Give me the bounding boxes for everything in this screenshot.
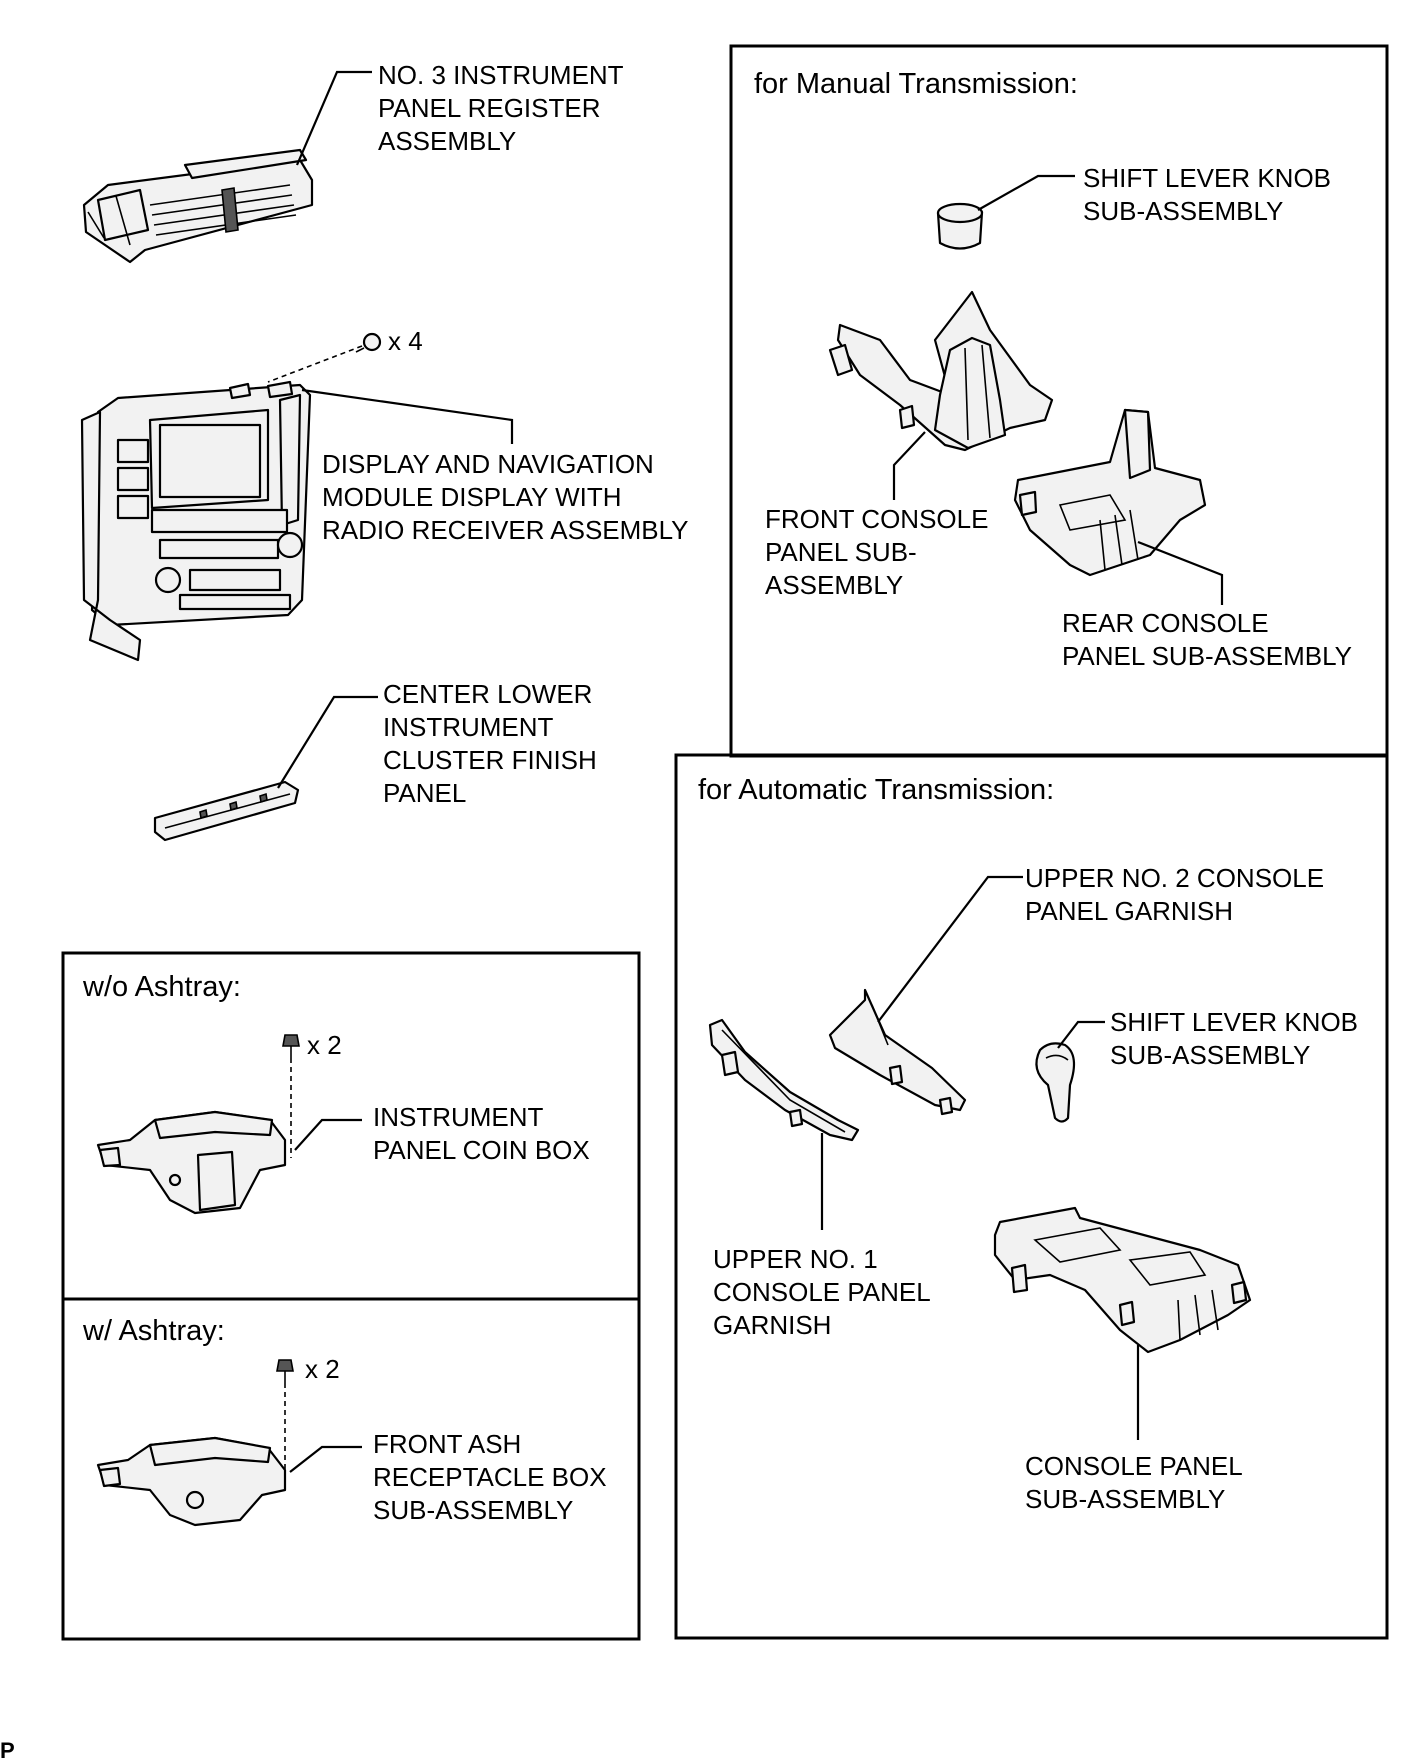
ashtray-screw-count: x 2 bbox=[305, 1354, 340, 1384]
manual-shift-knob-drawing bbox=[936, 202, 984, 250]
automatic-transmission-frame bbox=[674, 753, 1389, 1640]
front-console-panel-drawing bbox=[828, 290, 1054, 452]
center-lower-label: CENTER LOWER INSTRUMENT CLUSTER FINISH P… bbox=[383, 679, 604, 808]
upper-no2-garnish-drawing bbox=[828, 988, 967, 1116]
register-label: NO. 3 INSTRUMENT PANEL REGISTER ASSEMBLY bbox=[378, 60, 630, 156]
front-console-leader-line bbox=[892, 431, 926, 500]
ashtray-title: w/ Ashtray: bbox=[82, 1315, 225, 1347]
coin-box-leader-line bbox=[294, 1118, 362, 1151]
upper2-leader-line bbox=[877, 875, 1023, 1023]
center-lower-finish-panel-drawing bbox=[153, 780, 300, 842]
rear-console-leader-line bbox=[1137, 540, 1224, 605]
automatic-transmission-title: for Automatic Transmission: bbox=[698, 774, 1054, 806]
rear-console-panel-drawing bbox=[1013, 408, 1207, 577]
bolt-x2-icon bbox=[282, 1034, 300, 1058]
rear-console-label: REAR CONSOLE PANEL SUB-ASSEMBLY bbox=[1062, 608, 1352, 671]
upper-no1-garnish-drawing bbox=[708, 1018, 860, 1142]
coin-box-drawing bbox=[96, 1110, 287, 1215]
screw-x4-count: x 4 bbox=[388, 326, 423, 356]
ash-box-label: FRONT ASH RECEPTACLE BOX SUB-ASSEMBLY bbox=[373, 1429, 614, 1525]
front-console-label: FRONT CONSOLE PANEL SUB- ASSEMBLY bbox=[765, 504, 996, 600]
auto-knob-label: SHIFT LEVER KNOB SUB-ASSEMBLY bbox=[1110, 1007, 1365, 1070]
manual-transmission-title: for Manual Transmission: bbox=[754, 68, 1078, 100]
display-leader-line bbox=[301, 388, 514, 444]
manual-knob-leader-line bbox=[977, 174, 1075, 211]
display-label: DISPLAY AND NAVIGATION MODULE DISPLAY WI… bbox=[322, 449, 689, 545]
register-assembly-drawing bbox=[82, 148, 314, 264]
manual-knob-label: SHIFT LEVER KNOB SUB-ASSEMBLY bbox=[1083, 163, 1338, 226]
auto-knob-leader-line bbox=[1057, 1020, 1105, 1049]
no-ashtray-screw-count: x 2 bbox=[307, 1030, 342, 1060]
coin-box-label: INSTRUMENT PANEL COIN BOX bbox=[373, 1102, 590, 1165]
screw-dashed-line bbox=[267, 345, 363, 383]
no-ashtray-title: w/o Ashtray: bbox=[82, 971, 241, 1003]
ashtray-frame bbox=[61, 1297, 641, 1641]
ash-receptacle-box-drawing bbox=[96, 1436, 287, 1527]
auto-shift-knob-drawing bbox=[1035, 1042, 1076, 1123]
footer-code: P bbox=[0, 1738, 15, 1763]
upper2-label: UPPER NO. 2 CONSOLE PANEL GARNISH bbox=[1025, 863, 1331, 926]
ash-box-leader-line bbox=[289, 1445, 362, 1473]
display-navigation-module-drawing bbox=[80, 380, 312, 662]
register-leader-line bbox=[295, 70, 372, 166]
console-panel-label: CONSOLE PANEL SUB-ASSEMBLY bbox=[1025, 1451, 1249, 1514]
console-panel-drawing bbox=[993, 1206, 1252, 1354]
upper1-label: UPPER NO. 1 CONSOLE PANEL GARNISH bbox=[713, 1244, 937, 1340]
screw-x4-icon bbox=[355, 332, 382, 353]
center-lower-leader-line bbox=[277, 695, 378, 789]
bolt-x2-icon bbox=[276, 1359, 294, 1383]
